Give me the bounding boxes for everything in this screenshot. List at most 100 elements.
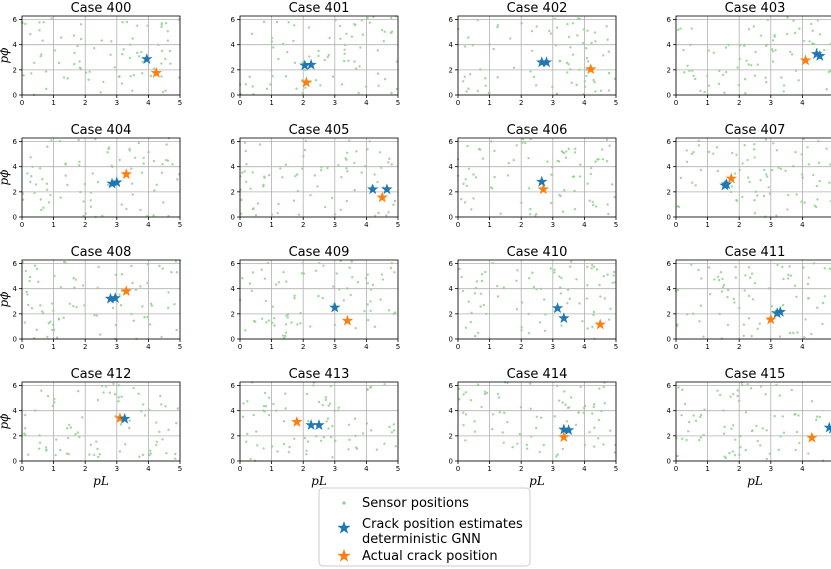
plot-area [240,138,398,217]
sensor-point [598,283,601,287]
sensor-point [765,429,768,432]
sensor-point [45,182,49,185]
sensor-point [51,404,54,408]
sensor-point [293,437,296,440]
sensor-point [474,176,478,179]
sensor-point [592,265,596,269]
sensor-point [738,44,742,47]
sensor-point [319,84,322,87]
x-tick-label: 4 [582,465,587,473]
x-tick-label: 4 [800,343,805,351]
x-tick-label: 0 [674,221,678,229]
y-tick-label: 6 [13,16,18,24]
sensor-point [307,420,310,423]
subplot-title: Case 402 [507,1,568,16]
sensor-point [741,195,744,199]
sensor-point [497,396,501,399]
sensor-point [301,92,304,95]
sensor-point [110,40,113,43]
sensor-point [512,66,516,69]
sensor-point [350,35,354,38]
sensor-point [592,405,595,409]
sensor-point [466,144,469,148]
sensor-point [590,41,593,45]
sensor-point [346,287,349,290]
sensor-point [131,37,134,40]
sensor-point [108,391,112,394]
actual-crack-marker [799,54,812,66]
sensor-point [381,278,385,281]
y-tick-label: 0 [231,214,235,222]
sensor-point [557,399,561,402]
sensor-point [712,152,715,155]
x-tick-label: 3 [333,343,337,351]
x-tick-label: 0 [20,99,24,107]
axes-frame [21,15,181,96]
sensor-point [281,42,285,46]
sensor-point [59,448,62,452]
sensor-point [765,457,769,461]
sensor-point [333,409,336,413]
sensor-point [554,44,558,47]
sensor-point [364,85,368,88]
sensor-point [275,409,278,412]
sensor-point [727,43,730,47]
actual-crack-marker [806,431,818,443]
x-tick-label: 2 [519,465,523,473]
sensor-point [128,147,131,151]
sensor-point [748,180,751,184]
sensor-point [337,164,340,167]
x-tick-label: 3 [115,465,119,473]
sensor-point [106,151,109,154]
sensor-point [91,172,94,175]
sensor-point [752,25,755,28]
sensor-point [254,213,258,217]
sensor-point [260,268,263,271]
sensor-point [747,294,751,298]
sensor-point [295,173,299,176]
sensor-point [481,157,485,160]
plot-area [22,16,180,95]
sensor-point [516,269,519,272]
sensor-point [734,276,738,279]
sensor-point [95,314,99,317]
sensor-point [62,316,65,319]
sensor-point [770,169,774,172]
sensor-point [753,142,756,146]
sensor-point [768,287,771,290]
sensor-point [527,312,530,316]
sensor-point [137,141,141,145]
sensor-point [699,168,703,172]
sensor-point [160,403,163,406]
sensor-point [700,413,703,417]
sensor-point [535,212,538,216]
sensor-point [241,277,244,280]
subplot-title: Case 407 [725,123,786,138]
sensor-point [30,306,34,310]
sensor-point [686,313,689,316]
sensor-point [128,419,131,422]
x-tick-label: 3 [551,343,555,351]
sensor-point [583,404,587,408]
sensor-point [795,295,798,298]
sensor-point [775,383,778,387]
sensor-point [723,455,726,458]
x-tick-label: 1 [487,343,491,351]
sensor-point [284,163,288,166]
sensor-point [122,48,125,51]
sensor-point [462,393,465,396]
sensor-point [818,33,822,36]
sensor-point [823,267,826,270]
sensor-point [330,196,334,200]
sensor-point [586,182,589,185]
sensor-point [597,437,600,440]
sensor-point [120,203,123,206]
x-tick-label: 3 [769,465,773,473]
sensor-point [464,391,467,394]
sensor-point [475,280,479,283]
sensor-point [598,387,601,390]
sensor-point [83,304,86,307]
sensor-point [583,85,587,88]
sensor-point [786,277,790,280]
